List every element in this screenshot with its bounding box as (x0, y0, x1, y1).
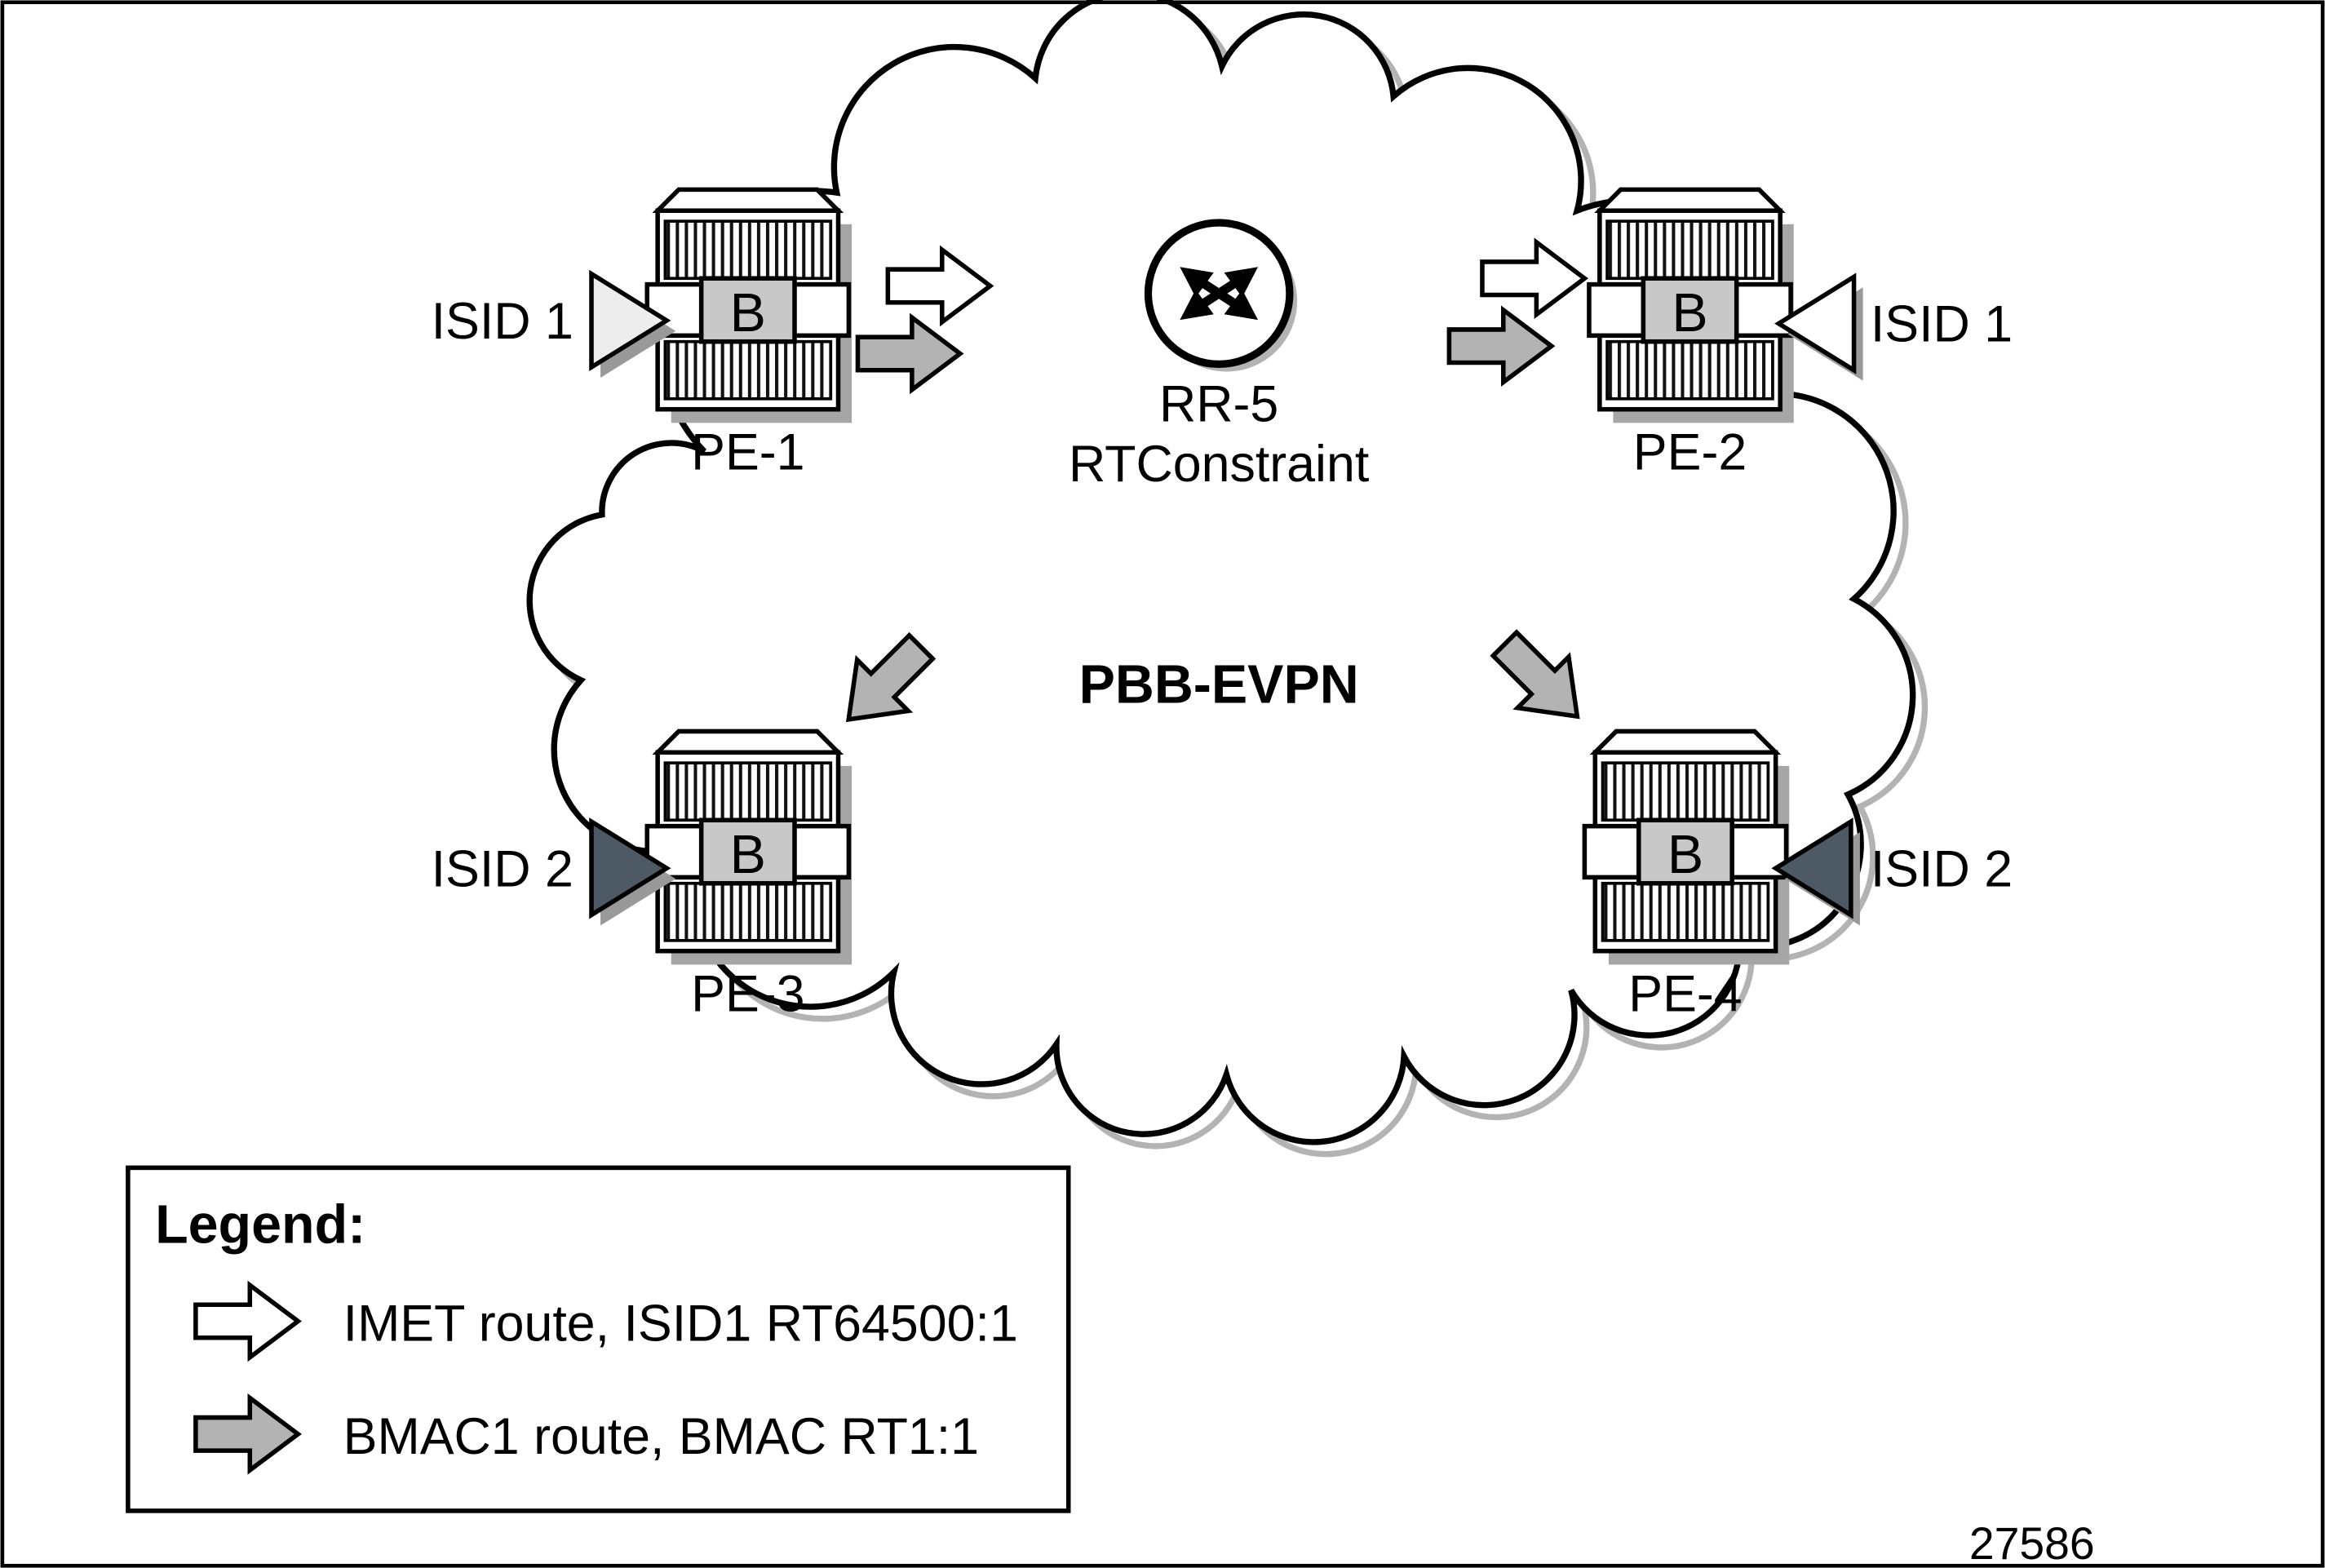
pe2-label: PE-2 (1633, 423, 1747, 481)
pe3-label: PE-3 (691, 966, 804, 1023)
isid-label-pe2: ISID 1 (1871, 296, 2013, 353)
pe4-label: PE-4 (1628, 966, 1742, 1023)
pe1-label: PE-1 (691, 423, 804, 481)
legend-title: Legend: (155, 1195, 365, 1256)
rr-role-label: RTConstraint (1069, 436, 1369, 493)
router-pe1 (647, 189, 852, 423)
rr-name-label: RR-5 (1159, 375, 1278, 432)
legend: Legend: IMET route, ISID1 RT64500:1 BMAC… (126, 1165, 1071, 1513)
legend-box (126, 1165, 1071, 1513)
router-pe4 (1584, 731, 1789, 964)
route-reflector-rr5 (1144, 219, 1298, 372)
router-pe2 (1589, 189, 1794, 423)
isid-label-pe3: ISID 2 (432, 840, 574, 897)
isid-label-pe4: ISID 2 (1871, 840, 2013, 897)
router-pe3 (647, 731, 852, 964)
cloud-label: PBB-EVPN (1079, 654, 1359, 715)
rr-cross-arrow-2 (1180, 267, 1259, 321)
legend-item-imet: IMET route, ISID1 RT64500:1 (343, 1295, 1018, 1352)
legend-item-bmac: BMAC1 route, BMAC RT1:1 (343, 1408, 979, 1465)
figure-number: 27586 (1969, 1518, 2095, 1568)
isid-label-pe1: ISID 1 (432, 293, 574, 350)
